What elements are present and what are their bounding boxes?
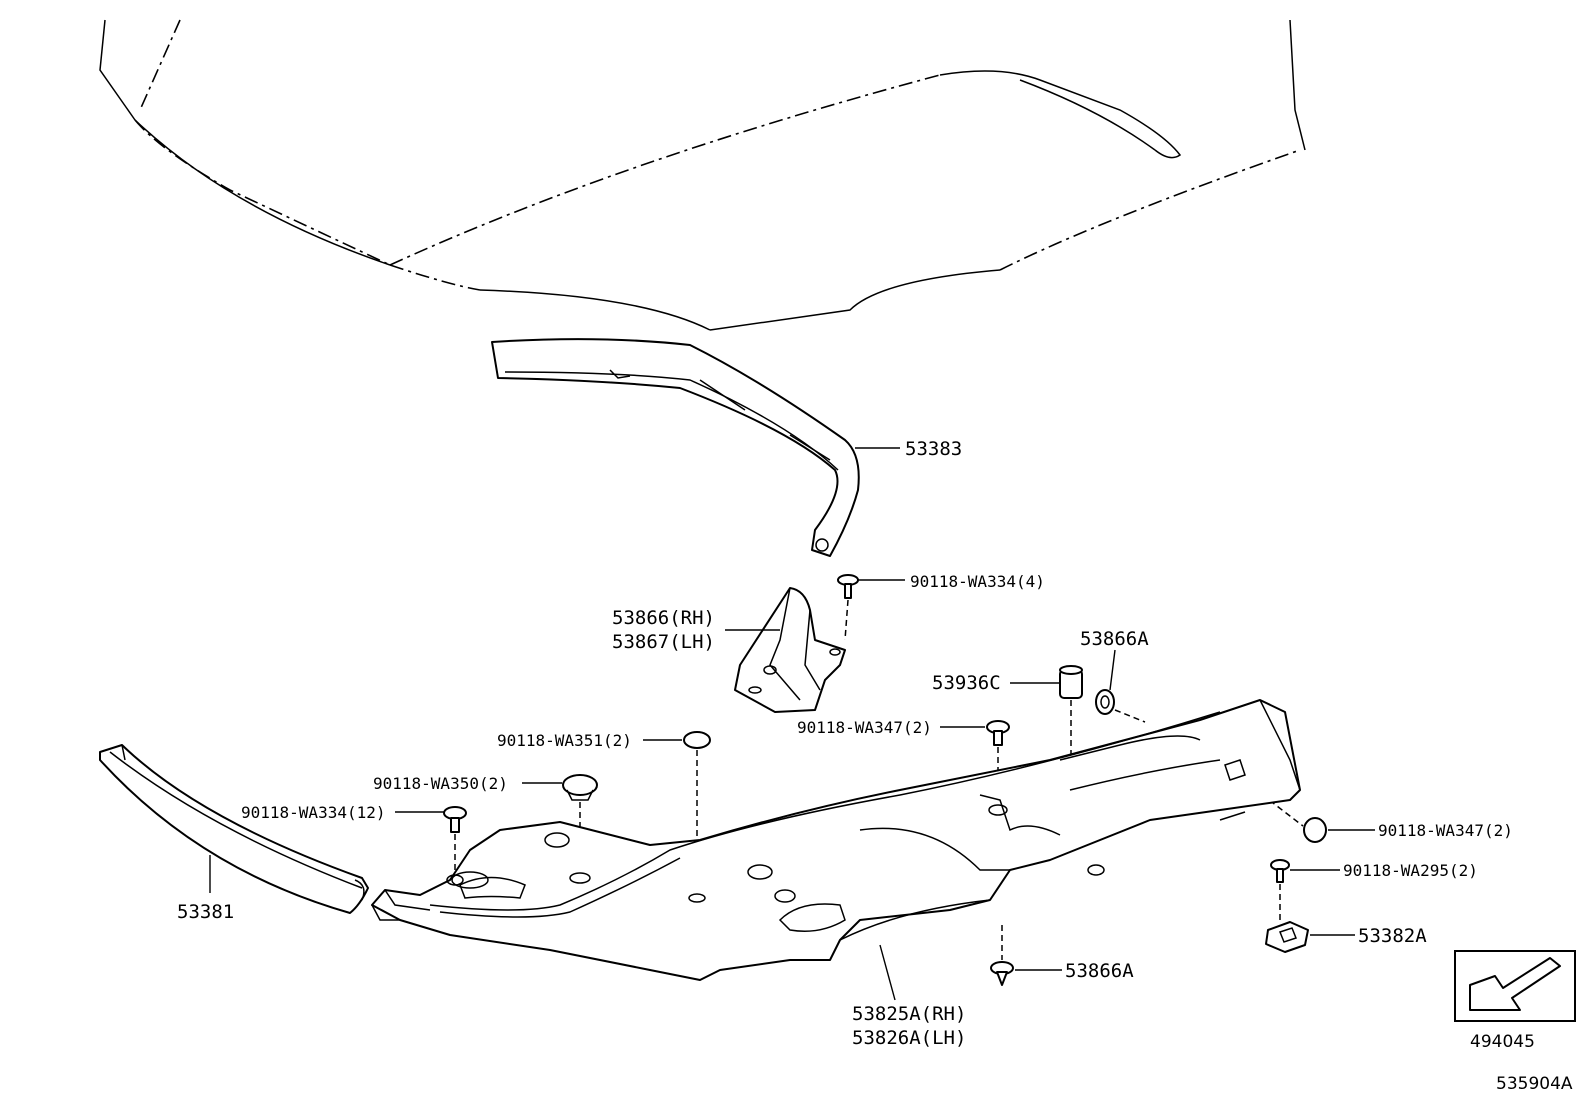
label-53825a-rh: 53825A(RH) (852, 1003, 966, 1025)
label-clip-wa351: 90118-WA351(2) (497, 731, 632, 750)
label-53383: 53383 (905, 438, 962, 460)
plug-53866a-bottom-icon (990, 925, 1014, 986)
leader-lines (209, 447, 1375, 1001)
hinge-bracket-53866 (734, 587, 846, 713)
hood-outline (99, 19, 1306, 331)
label-illustration-id: 535904A (1496, 1074, 1573, 1094)
label-clip-wa350: 90118-WA350(2) (373, 774, 508, 793)
label-clip-wa347-mid: 90118-WA347(2) (797, 718, 932, 737)
label-53381: 53381 (177, 901, 234, 923)
label-reference-number: 494045 (1470, 1032, 1535, 1052)
clip-wa334-4-icon (837, 574, 859, 641)
label-53866a-bottom: 53866A (1065, 960, 1134, 982)
plug-53866a-top-icon (1095, 689, 1146, 723)
weatherstrip-53383 (491, 338, 860, 557)
seal-53381 (99, 744, 369, 914)
clip-wa295-icon (1270, 859, 1290, 920)
label-clip-wa295: 90118-WA295(2) (1343, 861, 1478, 880)
label-clip-wa347-right: 90118-WA347(2) (1378, 821, 1513, 840)
retainer-53382a-icon (1265, 921, 1309, 953)
label-clip-wa334-4: 90118-WA334(4) (910, 572, 1045, 591)
reference-box (1454, 950, 1576, 1022)
clip-wa347-mid-icon (986, 720, 1010, 800)
label-53866-rh: 53866(RH) (612, 607, 715, 629)
label-53867-lh: 53867(LH) (612, 631, 715, 653)
clip-wa334-12-icon (443, 806, 467, 880)
label-53382a: 53382A (1358, 925, 1427, 947)
label-53826a-lh: 53826A(LH) (852, 1027, 966, 1049)
label-53936c: 53936C (932, 672, 1001, 694)
label-53866a-top: 53866A (1080, 628, 1149, 650)
label-clip-wa334-12: 90118-WA334(12) (241, 803, 386, 822)
cowl-panel-53825a (371, 699, 1301, 981)
